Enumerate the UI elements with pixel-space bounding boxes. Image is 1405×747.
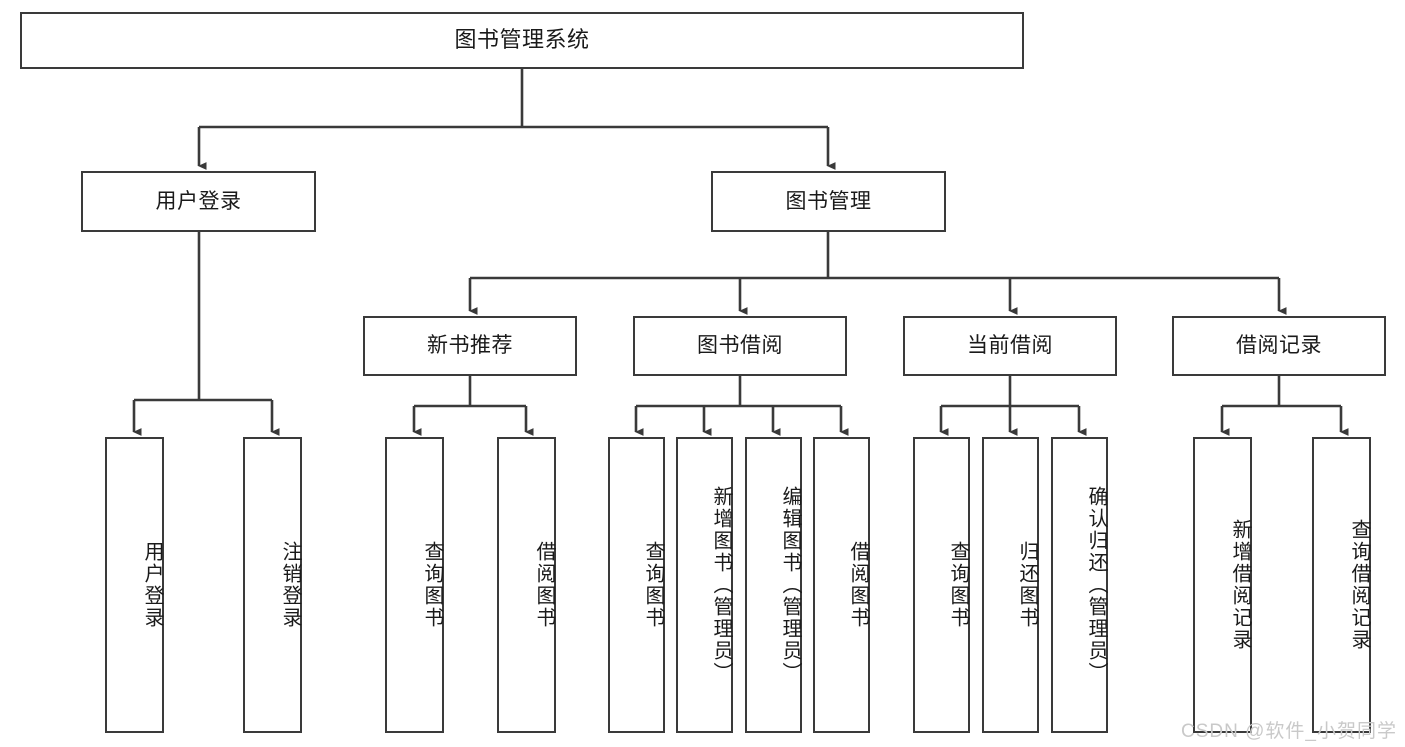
leaf-logout-label: 注销登录 bbox=[279, 541, 301, 629]
leaf-query-book-new-label: 查询图书 bbox=[421, 541, 443, 629]
node-new-book-recommend[interactable]: 新书推荐 bbox=[363, 316, 577, 376]
leaf-query-book-current[interactable]: 查询图书 bbox=[913, 437, 970, 733]
leaf-user-login[interactable]: 用户登录 bbox=[105, 437, 164, 733]
leaf-query-book-new[interactable]: 查询图书 bbox=[385, 437, 444, 733]
leaf-edit-book-admin[interactable]: 编辑图书（管理员） bbox=[745, 437, 802, 733]
leaf-add-borrow-record[interactable]: 新增借阅记录 bbox=[1193, 437, 1252, 733]
node-current-borrow[interactable]: 当前借阅 bbox=[903, 316, 1117, 376]
node-new-book-recommend-label: 新书推荐 bbox=[427, 334, 513, 358]
leaf-add-book-admin[interactable]: 新增图书（管理员） bbox=[676, 437, 733, 733]
leaf-confirm-return-admin[interactable]: 确认归还（管理员） bbox=[1051, 437, 1108, 733]
node-borrow-records-label: 借阅记录 bbox=[1236, 334, 1322, 358]
leaf-borrow-book-label: 借阅图书 bbox=[847, 541, 869, 629]
node-book-borrow[interactable]: 图书借阅 bbox=[633, 316, 847, 376]
leaf-logout[interactable]: 注销登录 bbox=[243, 437, 302, 733]
node-user-login[interactable]: 用户登录 bbox=[81, 171, 316, 232]
leaf-confirm-return-admin-label: 确认归还（管理员） bbox=[1085, 486, 1107, 684]
leaf-return-book[interactable]: 归还图书 bbox=[982, 437, 1039, 733]
leaf-add-book-admin-label: 新增图书（管理员） bbox=[710, 486, 732, 684]
leaf-query-borrow-record[interactable]: 查询借阅记录 bbox=[1312, 437, 1371, 733]
leaf-query-book-label: 查询图书 bbox=[642, 541, 664, 629]
leaf-query-book[interactable]: 查询图书 bbox=[608, 437, 665, 733]
node-user-login-label: 用户登录 bbox=[155, 189, 242, 213]
node-current-borrow-label: 当前借阅 bbox=[967, 334, 1053, 358]
leaf-query-borrow-record-label: 查询借阅记录 bbox=[1348, 519, 1370, 651]
leaf-borrow-book-new[interactable]: 借阅图书 bbox=[497, 437, 556, 733]
node-book-management[interactable]: 图书管理 bbox=[711, 171, 946, 232]
node-book-management-label: 图书管理 bbox=[785, 189, 872, 213]
node-borrow-records[interactable]: 借阅记录 bbox=[1172, 316, 1386, 376]
leaf-user-login-label: 用户登录 bbox=[141, 541, 163, 629]
leaf-query-book-current-label: 查询图书 bbox=[947, 541, 969, 629]
csdn-watermark: CSDN @软件_小贺同学 bbox=[1181, 721, 1397, 742]
node-root-label: 图书管理系统 bbox=[454, 27, 590, 53]
leaf-return-book-label: 归还图书 bbox=[1016, 541, 1038, 629]
node-book-borrow-label: 图书借阅 bbox=[697, 334, 783, 358]
leaf-borrow-book[interactable]: 借阅图书 bbox=[813, 437, 870, 733]
leaf-edit-book-admin-label: 编辑图书（管理员） bbox=[779, 486, 801, 684]
leaf-add-borrow-record-label: 新增借阅记录 bbox=[1229, 519, 1251, 651]
node-root-system[interactable]: 图书管理系统 bbox=[20, 12, 1024, 69]
leaf-borrow-book-new-label: 借阅图书 bbox=[533, 541, 555, 629]
